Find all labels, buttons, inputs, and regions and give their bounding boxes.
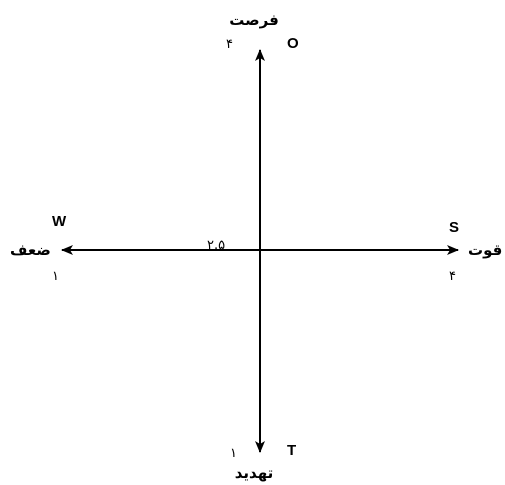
opportunity-letter: O	[287, 35, 299, 52]
threat-value: ۱	[230, 446, 237, 461]
strength-letter: S	[449, 219, 459, 236]
center-value: ۲.۵	[207, 238, 225, 253]
strength-value: ۴	[449, 269, 456, 284]
weakness-letter: W	[52, 213, 67, 230]
opportunity-label: فرصت	[229, 11, 279, 29]
strength-label: قوت	[468, 241, 502, 259]
threat-label: تهدید	[235, 464, 274, 482]
weakness-value: ۱	[52, 269, 59, 284]
threat-letter: T	[287, 442, 296, 459]
opportunity-value: ۴	[226, 37, 233, 52]
weakness-label: ضعف	[10, 241, 51, 259]
